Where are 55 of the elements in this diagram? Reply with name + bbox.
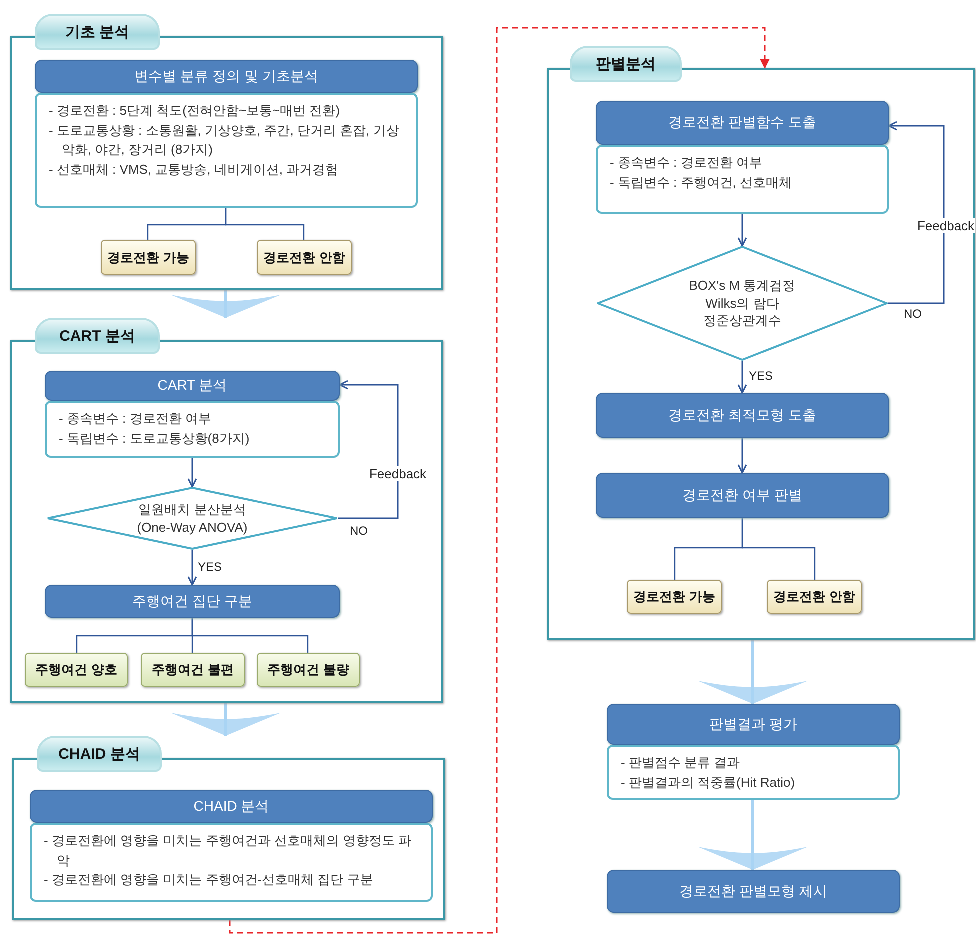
arrow	[738, 438, 748, 474]
arrow	[338, 380, 399, 520]
decision-text: BOX's M 통계검정	[689, 277, 796, 295]
arrow	[188, 458, 198, 488]
list-item: - 독립변수 : 주행여건, 선호매체	[610, 174, 793, 192]
list-item: - 선호매체 : VMS, 교통방송, 네비게이션, 과거경험	[49, 160, 340, 178]
list-item: - 경로전환에 영향을 미치는 주행여건과 선호매체의 영향정도 파악	[44, 832, 413, 870]
list-item: - 종속변수 : 경로전환 여부	[59, 410, 212, 428]
section-tab: 판별분석	[570, 46, 682, 82]
result-box: 주행여건 양호	[25, 653, 128, 687]
result-box: 주행여건 불량	[257, 653, 360, 687]
edge-label: YES	[748, 369, 774, 383]
arrow	[188, 550, 198, 586]
section-tab: 기초 분석	[35, 14, 160, 50]
connector-line	[192, 618, 309, 653]
result-box: 주행여건 불편	[141, 653, 245, 687]
arrow	[738, 361, 748, 394]
decision-text: 정준상관계수	[702, 312, 782, 330]
decision-text: (One-Way ANOVA)	[137, 518, 248, 536]
edge-label: NO	[903, 307, 923, 321]
process-box: 경로전환 여부 판별	[596, 473, 889, 518]
list-item: - 판별결과의 적중률(Hit Ratio)	[621, 774, 796, 792]
process-box: 주행여건 집단 구분	[45, 585, 340, 618]
result-box: 경로전환 가능	[101, 240, 196, 275]
decision-diamond	[597, 246, 888, 361]
result-box: 경로전환 가능	[627, 580, 722, 614]
list-item: - 경로전환 : 5단계 척도(전혀안함~보통~매번 전환)	[49, 102, 342, 120]
decision-diamond	[47, 487, 338, 550]
arrow	[888, 121, 945, 304]
list-item: - 경로전환에 영향을 미치는 주행여건-선호매체 집단 구분	[44, 871, 374, 889]
annotation-label: Feedback	[916, 218, 976, 234]
arrow	[229, 27, 770, 934]
edge-label: NO	[349, 524, 369, 538]
decision-text: Wilks의 람다	[704, 294, 780, 312]
process-box: 경로전환 최적모형 도출	[596, 393, 889, 438]
arrow	[738, 214, 748, 247]
decision-text: 일원배치 분산분석	[138, 500, 248, 518]
result-box: 경로전환 안함	[767, 580, 862, 614]
step-header: 경로전환 판별함수 도출	[596, 101, 889, 145]
step-header: 변수별 분류 정의 및 기초분석	[35, 60, 418, 93]
annotation-label: Feedback	[368, 466, 428, 482]
list-item: - 독립변수 : 도로교통상황(8가지)	[59, 430, 251, 448]
list-item: - 종속변수 : 경로전환 여부	[610, 154, 764, 172]
section-tab: CART 분석	[35, 318, 160, 354]
connector-line	[225, 208, 305, 240]
process-box: 경로전환 판별모형 제시	[607, 870, 900, 913]
section-tab: CHAID 분석	[37, 736, 162, 772]
result-box: 경로전환 안함	[257, 240, 352, 275]
step-header: CHAID 분석	[30, 790, 433, 823]
step-header: 판별결과 평가	[607, 704, 900, 745]
edge-label: YES	[197, 560, 223, 574]
list-item: - 판별점수 분류 결과	[621, 754, 742, 772]
step-header: CART 분석	[45, 371, 340, 401]
connector-line	[742, 518, 816, 580]
list-item: - 도로교통상황 : 소통원활, 기상양호, 주간, 단거리 혼잡, 기상악화, 야간, 장거리 (8가지)	[49, 122, 400, 159]
